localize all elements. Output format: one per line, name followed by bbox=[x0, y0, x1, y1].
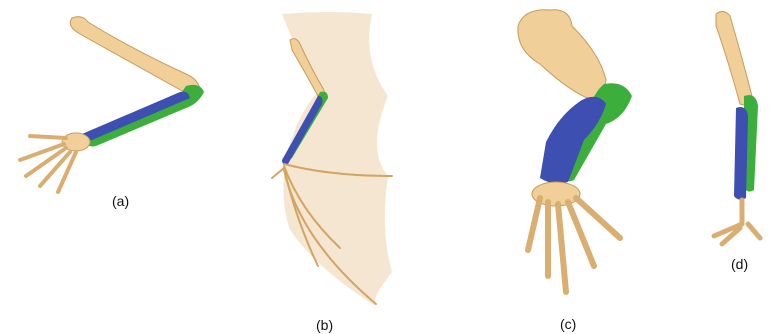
bat-wing bbox=[272, 12, 392, 306]
panel-label-b: (b) bbox=[316, 318, 333, 332]
horse-radius bbox=[734, 107, 748, 200]
panel-label-a: (a) bbox=[112, 194, 129, 208]
whale-scapula bbox=[518, 10, 606, 100]
horse-leg bbox=[714, 11, 760, 244]
horse-humerus bbox=[716, 11, 752, 105]
panel-label-d: (d) bbox=[731, 257, 748, 271]
whale-digits bbox=[528, 198, 620, 292]
panel-label-c: (c) bbox=[560, 317, 576, 331]
human-radius bbox=[82, 92, 190, 141]
human-humerus bbox=[70, 17, 200, 96]
horse-foot bbox=[714, 200, 760, 244]
whale-limb bbox=[518, 10, 632, 292]
human-arm bbox=[20, 17, 204, 192]
